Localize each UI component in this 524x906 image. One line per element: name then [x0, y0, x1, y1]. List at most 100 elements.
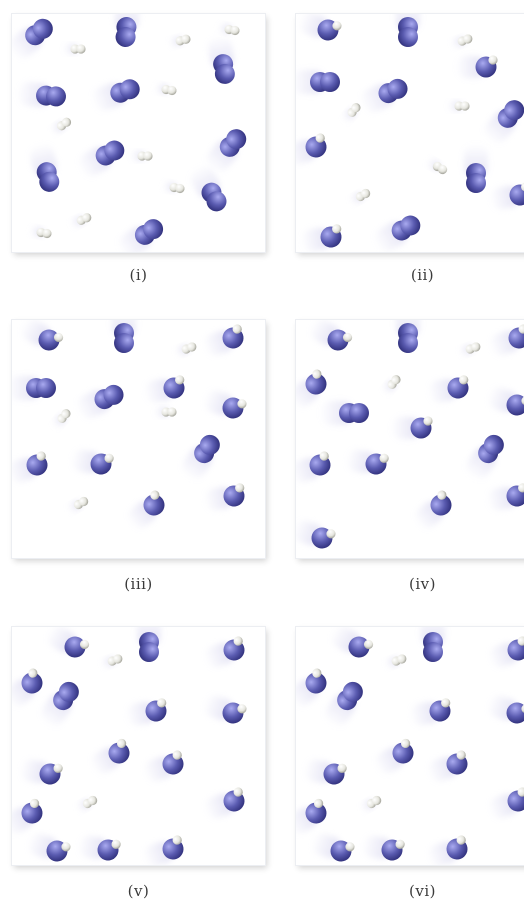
nh3-molecule — [78, 835, 121, 861]
n2-molecule — [30, 143, 60, 192]
n2-molecule — [325, 681, 363, 727]
nh3-molecule — [144, 375, 185, 403]
n2-molecule — [137, 627, 161, 662]
nh3-molecule — [489, 787, 524, 819]
nh3-molecule — [144, 750, 184, 782]
nh3-molecule — [415, 490, 452, 529]
n2-molecule — [484, 100, 524, 143]
n2-molecule — [206, 129, 247, 172]
nh3-molecule — [205, 636, 245, 668]
panel-label-vi: (vi) — [409, 882, 436, 900]
n2-molecule — [77, 384, 124, 419]
nh3-molecule — [205, 787, 245, 819]
panel-i — [12, 14, 265, 252]
n2-molecule — [421, 627, 445, 662]
nh3-molecule — [21, 320, 64, 351]
n2-molecule — [361, 78, 408, 113]
nh3-molecule — [391, 416, 433, 439]
nh3-molecule — [126, 698, 167, 726]
nh3-molecule — [488, 695, 524, 724]
n2-molecule — [12, 18, 53, 59]
h2-molecule — [385, 654, 407, 669]
nh3-molecule — [71, 449, 114, 475]
molecule-scene-i — [12, 14, 247, 252]
n2-molecule — [182, 434, 220, 480]
n2-molecule — [17, 82, 66, 107]
h2-molecule — [53, 409, 71, 428]
nh3-molecule — [28, 833, 71, 862]
nh3-molecule — [489, 636, 524, 668]
n2-molecule — [92, 79, 140, 111]
h2-molecule — [459, 342, 481, 357]
panel-iv — [296, 320, 524, 558]
nh3-molecule — [487, 483, 524, 511]
h2-molecule — [77, 795, 98, 812]
nh3-molecule — [12, 668, 43, 707]
nh3-molecule — [428, 375, 469, 403]
h2-molecule — [163, 181, 185, 194]
h2-molecule — [30, 226, 52, 239]
nh3-molecule — [12, 451, 48, 483]
nh3-molecule — [296, 668, 327, 707]
nh3-molecule — [299, 14, 342, 41]
panel-label-i: (i) — [129, 266, 148, 284]
molecule-scene-vi — [296, 627, 524, 865]
molecule-scene-v — [12, 627, 247, 865]
nh3-molecule — [204, 390, 247, 419]
nh3-molecule — [346, 449, 389, 475]
nh3-molecule — [47, 627, 90, 658]
nh3-molecule — [204, 483, 245, 511]
h2-molecule — [155, 407, 177, 417]
n2-molecule — [115, 14, 140, 47]
panel-label-v: (v) — [127, 882, 150, 900]
nh3-molecule — [296, 520, 336, 549]
nh3-molecule — [128, 490, 165, 529]
panel-v — [12, 627, 265, 865]
h2-molecule — [383, 375, 401, 394]
n2-molecule — [396, 320, 420, 353]
h2-molecule — [427, 158, 448, 175]
nh3-molecule — [375, 738, 414, 774]
nh3-molecule — [362, 835, 405, 861]
n2-molecule — [466, 434, 504, 480]
nh3-molecule — [296, 369, 327, 408]
nh3-molecule — [204, 324, 244, 356]
n2-molecule — [374, 215, 421, 251]
panel-iii — [12, 320, 265, 558]
nh3-molecule — [310, 320, 353, 351]
nh3-molecule — [12, 798, 43, 834]
h2-molecule — [101, 654, 123, 669]
n2-molecule — [191, 165, 227, 212]
nh3-molecule — [331, 627, 374, 658]
n2-molecule — [118, 219, 164, 252]
h2-molecule — [448, 101, 470, 111]
nh3-molecule — [296, 451, 331, 483]
h2-molecule — [218, 23, 240, 36]
molecule-scene-iv — [296, 320, 524, 549]
nh3-molecule — [296, 133, 327, 165]
n2-molecule — [296, 70, 340, 94]
n2-molecule — [320, 401, 369, 425]
nh3-molecule — [490, 324, 524, 356]
h2-molecule — [64, 44, 86, 54]
panel-label-ii: (ii) — [410, 266, 435, 284]
nh3-molecule — [204, 695, 247, 724]
nh3-molecule — [304, 759, 347, 785]
n2-molecule — [396, 14, 420, 47]
h2-molecule — [155, 83, 177, 96]
nh3-molecule — [312, 833, 355, 862]
nh3-molecule — [428, 750, 468, 782]
nh3-molecule — [428, 835, 468, 865]
h2-molecule — [169, 34, 191, 48]
molecule-scene-ii — [296, 14, 524, 252]
nh3-molecule — [91, 738, 130, 774]
panel-vi — [296, 627, 524, 865]
panel-label-iv: (iv) — [409, 575, 436, 593]
nh3-molecule — [20, 759, 63, 785]
n2-molecule — [41, 681, 79, 727]
h2-molecule — [70, 213, 92, 228]
molecule-scene-iii — [12, 320, 247, 529]
h2-molecule — [51, 117, 72, 135]
h2-molecule — [175, 342, 197, 357]
h2-molecule — [451, 34, 473, 49]
